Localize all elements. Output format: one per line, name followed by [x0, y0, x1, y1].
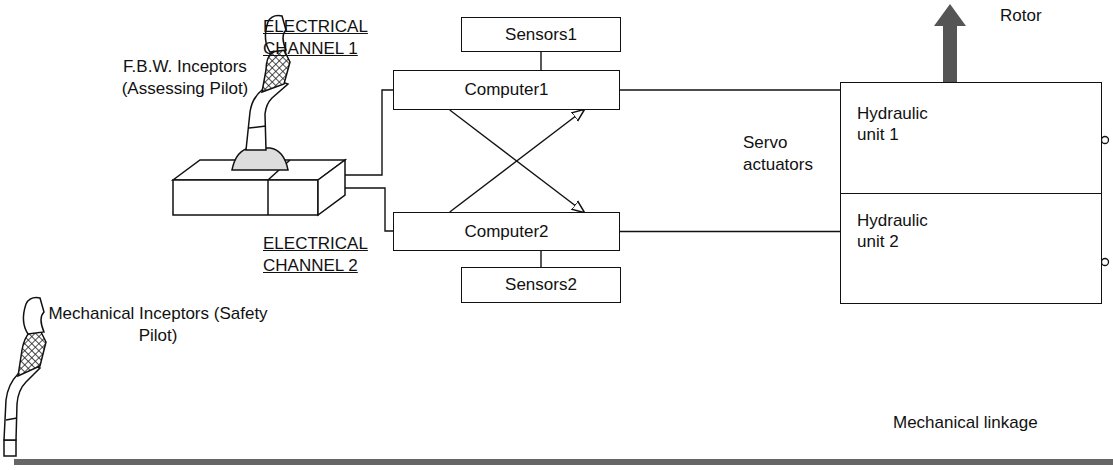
connector — [540, 251, 541, 267]
rotor-arrow — [934, 4, 966, 82]
box-text: Sensors2 — [499, 272, 583, 297]
computer-box: Computer2 — [393, 212, 620, 251]
hydraulic-unit: Hydraulic unit 1 — [840, 82, 1102, 194]
actuator-label: Servo actuators — [743, 132, 825, 176]
actuator-pivot — [1102, 137, 1109, 266]
connector — [450, 110, 584, 212]
box-text: Hydraulic unit 2 — [851, 208, 953, 255]
connector — [540, 52, 541, 70]
computer-box: Computer1 — [393, 70, 620, 110]
box-text: Computer2 — [458, 219, 554, 244]
inceptor-label: F.B.W. Inceptors (Assessing Pilot) — [105, 56, 265, 100]
sensor-box: Sensors1 — [461, 17, 621, 52]
mechanical-inceptor — [4, 298, 46, 456]
box-text: Computer1 — [458, 77, 554, 102]
channel-label: ELECTRICAL CHANNEL 2 — [263, 233, 381, 277]
signal-wire — [345, 90, 393, 231]
sensor-box: Sensors2 — [461, 267, 621, 303]
hydraulic-unit: Hydraulic unit 2 — [840, 193, 1102, 304]
linkage-label: Mechanical linkage — [893, 412, 1111, 434]
channel-label: ELECTRICAL CHANNEL 1 — [263, 16, 381, 60]
rotor-label: Rotor — [1000, 5, 1070, 27]
connector — [620, 89, 840, 90]
box-text: Hydraulic unit 1 — [851, 101, 953, 148]
connector — [620, 231, 840, 232]
connector — [450, 110, 584, 212]
box-text: Sensors1 — [499, 22, 583, 47]
inceptor-label: Mechanical Inceptors (Safety Pilot) — [48, 303, 268, 347]
linkage-rod — [14, 459, 1113, 465]
